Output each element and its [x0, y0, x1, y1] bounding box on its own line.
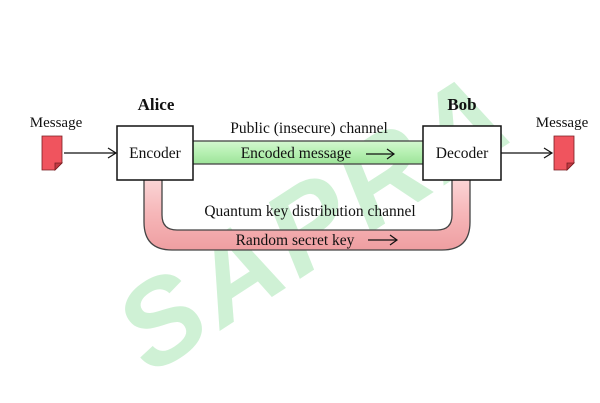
encoded-message-label: Encoded message	[241, 145, 352, 162]
public-channel: Public (insecure) channel Encoded messag…	[191, 120, 425, 165]
alice-message-label: Message	[30, 115, 83, 131]
alice-name: Alice	[138, 95, 175, 114]
encoder-box	[116, 125, 194, 181]
bob-document-icon	[553, 135, 575, 171]
alice-group: Alice Message Encoder	[30, 95, 194, 181]
decoder-to-message-arrow-icon	[501, 147, 554, 159]
public-flow-arrow-icon	[366, 148, 396, 160]
public-channel-label: Public (insecure) channel	[230, 120, 388, 137]
decoder-label: Decoder	[436, 145, 489, 162]
quantum-flow-arrow-icon	[368, 234, 399, 246]
random-secret-key-label: Random secret key	[236, 232, 355, 249]
quantum-channel-label: Quantum key distribution channel	[204, 203, 415, 220]
bob-message-label: Message	[536, 115, 589, 131]
message-to-encoder-arrow-icon	[64, 147, 118, 159]
bob-name: Bob	[447, 95, 476, 114]
alice-document-icon	[41, 135, 63, 171]
encoder-label: Encoder	[129, 145, 181, 162]
quantum-channel: Quantum key distribution channel Random …	[143, 177, 471, 251]
bob-group: Bob Decoder Message	[422, 95, 589, 181]
